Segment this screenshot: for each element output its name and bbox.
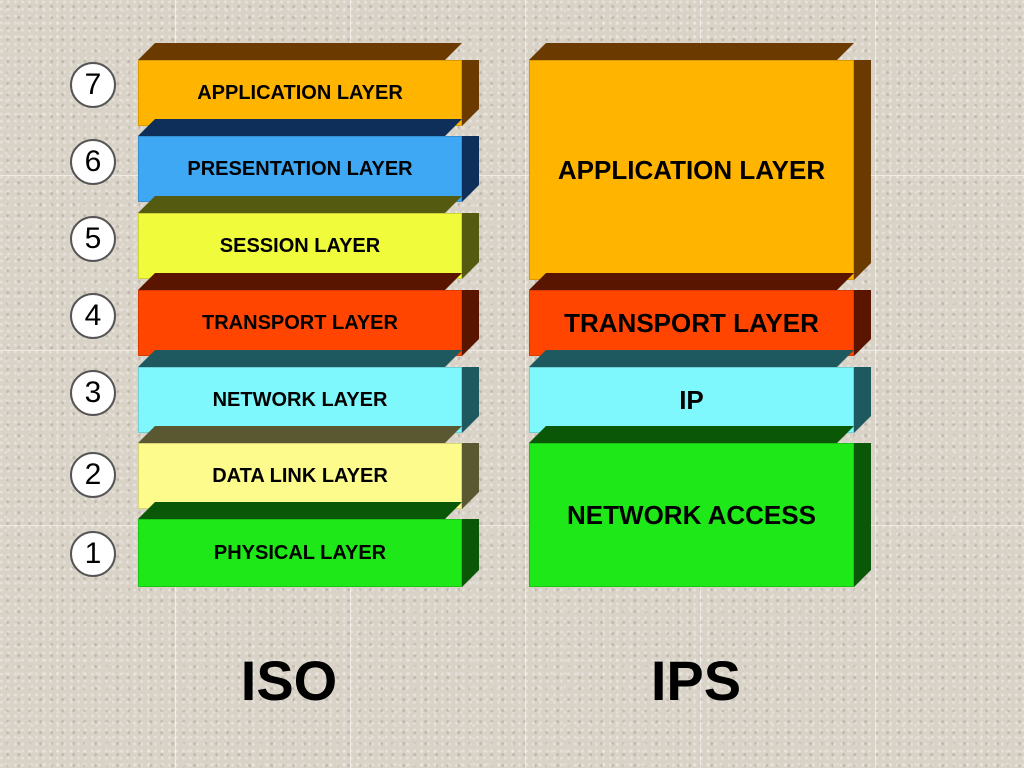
layer-number-badge: 5 <box>70 216 116 262</box>
block-top <box>529 426 854 443</box>
block-side <box>854 60 871 280</box>
block-side <box>462 367 479 433</box>
block-top <box>138 502 462 519</box>
layer-label: SESSION LAYER <box>138 213 462 279</box>
block-top <box>529 273 854 290</box>
layer-label: APPLICATION LAYER <box>138 60 462 126</box>
layer-label: TRANSPORT LAYER <box>138 290 462 356</box>
layer-number-badge: 1 <box>70 531 116 577</box>
block-top <box>138 426 462 443</box>
block-side <box>462 136 479 202</box>
layer-label: NETWORK LAYER <box>138 367 462 433</box>
iso-caption: ISO <box>240 649 338 712</box>
layer-label: PHYSICAL LAYER <box>138 519 462 587</box>
layer-number-badge: 7 <box>70 62 116 108</box>
ips-network-access-layer: NETWORK ACCESS <box>529 443 854 587</box>
iso-layer-1: PHYSICAL LAYER <box>138 519 462 587</box>
block-top <box>138 196 462 213</box>
layer-label: IP <box>529 367 854 433</box>
ips-application-layer: APPLICATION LAYER <box>529 60 854 280</box>
layer-number-badge: 4 <box>70 293 116 339</box>
layer-label: TRANSPORT LAYER <box>529 290 854 356</box>
grid-line <box>0 350 1024 351</box>
block-side <box>462 213 479 279</box>
layer-label: DATA LINK LAYER <box>138 443 462 509</box>
block-top <box>138 273 462 290</box>
layer-number-badge: 2 <box>70 452 116 498</box>
block-side <box>462 443 479 509</box>
block-top <box>529 350 854 367</box>
block-side <box>854 367 871 433</box>
layer-number-badge: 6 <box>70 139 116 185</box>
block-side <box>854 443 871 587</box>
block-top <box>529 43 854 60</box>
grid-line <box>0 175 1024 176</box>
block-top <box>138 43 462 60</box>
layer-label: NETWORK ACCESS <box>529 443 854 587</box>
ips-caption: IPS <box>650 649 742 712</box>
iso-layer-3: NETWORK LAYER <box>138 367 462 433</box>
iso-layer-7: APPLICATION LAYER <box>138 60 462 126</box>
iso-layer-2: DATA LINK LAYER <box>138 443 462 509</box>
block-side <box>462 60 479 126</box>
layer-number-badge: 3 <box>70 370 116 416</box>
block-top <box>138 119 462 136</box>
layer-label: PRESENTATION LAYER <box>138 136 462 202</box>
grid-line <box>525 0 526 768</box>
grid-line <box>875 0 876 768</box>
iso-layer-4: TRANSPORT LAYER <box>138 290 462 356</box>
iso-layer-6: PRESENTATION LAYER <box>138 136 462 202</box>
grid-line <box>0 525 1024 526</box>
iso-layer-5: SESSION LAYER <box>138 213 462 279</box>
ips-ip-layer: IP <box>529 367 854 433</box>
block-side <box>462 519 479 587</box>
ips-transport-layer: TRANSPORT LAYER <box>529 290 854 356</box>
block-top <box>138 350 462 367</box>
layer-label: APPLICATION LAYER <box>529 60 854 280</box>
block-side <box>462 290 479 356</box>
block-side <box>854 290 871 356</box>
